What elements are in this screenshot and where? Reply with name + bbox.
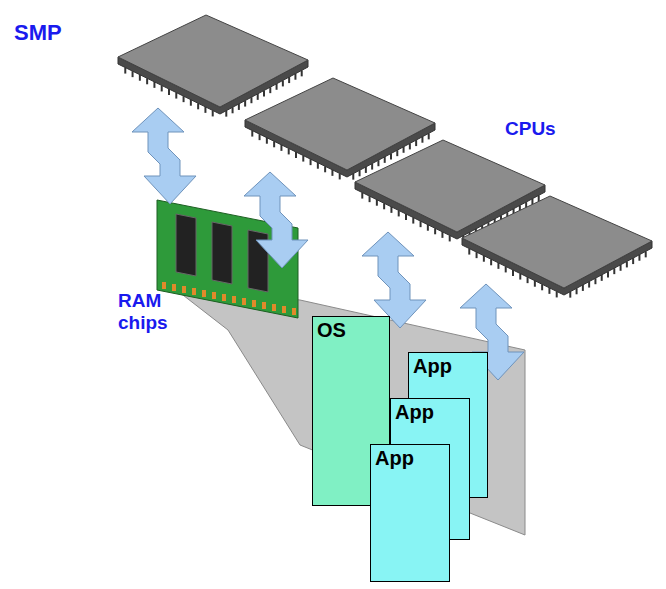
ram-contact	[282, 306, 286, 313]
box-title: App	[409, 353, 487, 380]
bus-arrow	[132, 108, 196, 204]
ram-contact	[192, 288, 196, 295]
ram-contact	[182, 286, 186, 293]
box-title: App	[391, 399, 469, 426]
memory-sheet	[170, 285, 525, 535]
bus-arrow	[362, 232, 426, 328]
title: SMP	[14, 20, 62, 45]
ram-contact	[222, 294, 226, 301]
ram-chip	[248, 230, 268, 292]
ram-contact	[252, 300, 256, 307]
ram-contact	[292, 308, 296, 315]
cpu-chip	[118, 15, 308, 117]
ram-chip	[212, 222, 232, 284]
ram-contact	[162, 282, 166, 289]
box-title: App	[371, 445, 449, 472]
ram-contact	[212, 292, 216, 299]
ram-contact	[272, 304, 276, 311]
cpu-chip	[462, 196, 652, 298]
ram-contact	[232, 296, 236, 303]
part-label: RAM chips	[118, 290, 180, 334]
box-title: OS	[313, 317, 389, 344]
app-box: App	[370, 444, 450, 582]
ram-contact	[242, 298, 246, 305]
bus-arrow	[244, 172, 308, 268]
ram-contact	[202, 290, 206, 297]
ram-contact	[172, 284, 176, 291]
part-label: CPUs	[505, 118, 556, 140]
ram-chip	[176, 214, 196, 276]
ram-contact	[262, 302, 266, 309]
